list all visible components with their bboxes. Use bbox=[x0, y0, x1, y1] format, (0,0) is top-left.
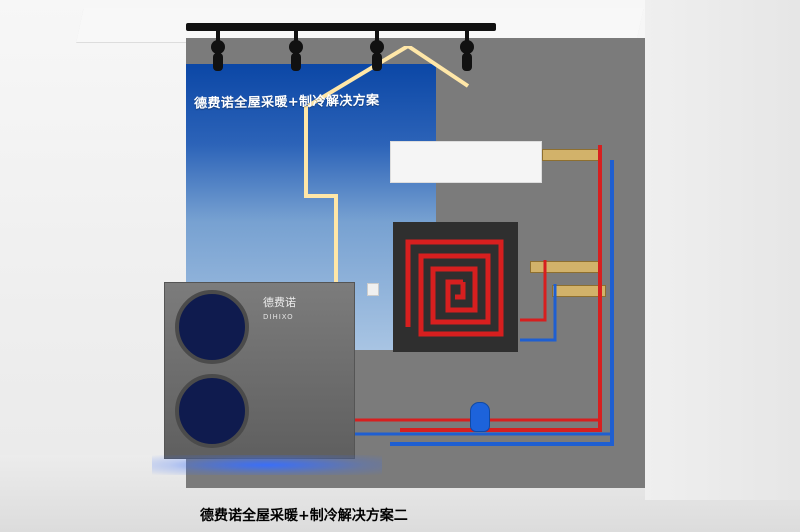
ceiling-spotlight-icon bbox=[289, 29, 303, 71]
ceiling-spotlight-icon bbox=[460, 29, 474, 71]
fan-icon bbox=[175, 290, 249, 364]
ceiling-spotlight-icon bbox=[370, 29, 384, 71]
expansion-tank-icon bbox=[470, 402, 490, 432]
caption: 德费诺全屋采暖+制冷解决方案二 bbox=[200, 508, 408, 524]
floor-heating-panel bbox=[393, 222, 518, 352]
thermostat-icon bbox=[367, 283, 379, 296]
fan-icon bbox=[175, 374, 249, 448]
side-wall bbox=[645, 0, 800, 500]
ceiling-track bbox=[186, 23, 496, 31]
unit-brand-sub: DIHIXO bbox=[263, 313, 294, 321]
house-outline-glow bbox=[304, 46, 470, 286]
floor-blue-glow bbox=[152, 455, 382, 475]
manifold-icon bbox=[552, 285, 606, 297]
air-conditioner-grille bbox=[390, 141, 542, 183]
radiant-heating-coil bbox=[405, 239, 504, 337]
ceiling-spotlight-icon bbox=[211, 29, 225, 71]
unit-brand: 德费诺 bbox=[263, 296, 296, 309]
